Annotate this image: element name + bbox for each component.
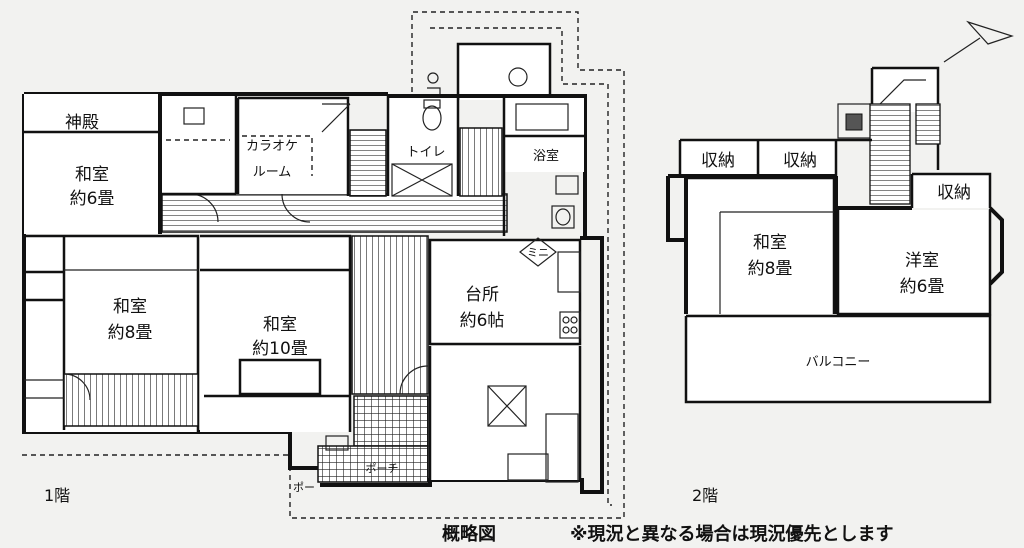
porch-tail-label: ポー xyxy=(293,481,315,494)
room-washitsu10-size: 約10畳 xyxy=(252,339,308,359)
room-2f-storage-3: 収納 xyxy=(937,183,971,203)
room-washitsu6-size: 約6畳 xyxy=(70,189,115,209)
floor1-plan: 神殿 和室 約6畳 カラオケ ルーム トイレ 浴 xyxy=(22,11,625,519)
room-bath-label: 浴室 xyxy=(533,148,559,164)
room-1f-washitsu8-size: 約8畳 xyxy=(108,323,153,343)
plan-title: 概略図 xyxy=(442,524,496,545)
room-2f-yoshitsu-size: 約6畳 xyxy=(900,277,945,297)
room-2f-washitsu8-size: 約8畳 xyxy=(748,259,793,279)
floor2-label: 2階 xyxy=(692,486,719,505)
north-arrow-icon xyxy=(943,20,1014,63)
room-washitsu10-name: 和室 xyxy=(263,315,297,335)
porch-label: ポーチ xyxy=(366,462,399,475)
room-washitsu6-name: 和室 xyxy=(75,165,109,185)
room-kitchen-size: 約6帖 xyxy=(460,311,505,331)
footer-note: ※現況と異なる場合は現況優先とします xyxy=(570,524,894,545)
room-kitchen-name: 台所 xyxy=(465,285,499,305)
floor1-label: 1階 xyxy=(44,486,71,505)
room-2f-yoshitsu-name: 洋室 xyxy=(905,251,939,271)
room-karaoke-label-b: ルーム xyxy=(253,165,292,180)
balcony-label: バルコニー xyxy=(806,355,871,370)
room-2f-storage-2: 収納 xyxy=(783,151,817,171)
room-karaoke-label-a: カラオケ xyxy=(246,139,298,154)
room-toilet-label: トイレ xyxy=(406,145,445,160)
room-shinden-label: 神殿 xyxy=(65,113,99,133)
room-2f-storage-1: 収納 xyxy=(701,151,735,171)
room-1f-washitsu8-name: 和室 xyxy=(113,297,147,317)
room-2f-washitsu8-name: 和室 xyxy=(753,233,787,253)
floor2-plan: 収納 収納 収納 和室 約8畳 洋室 約6畳 バルコニー xyxy=(666,20,1014,404)
kitchen-stove-label: ミニ xyxy=(527,246,549,259)
